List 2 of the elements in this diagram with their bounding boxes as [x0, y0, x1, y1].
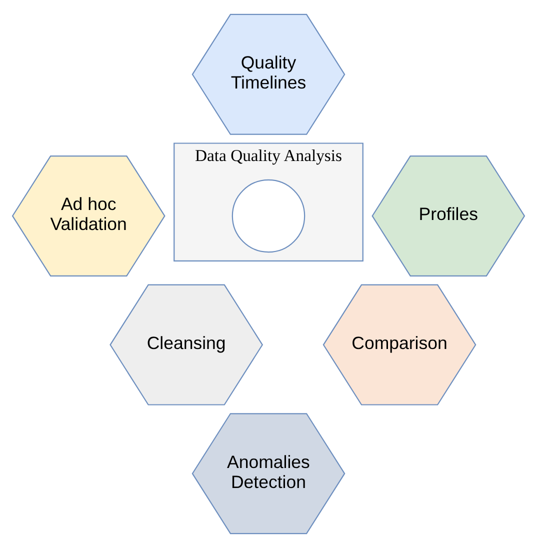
- cluster: Data Quality Analysis: [174, 142, 364, 262]
- node-circle: [232, 179, 306, 253]
